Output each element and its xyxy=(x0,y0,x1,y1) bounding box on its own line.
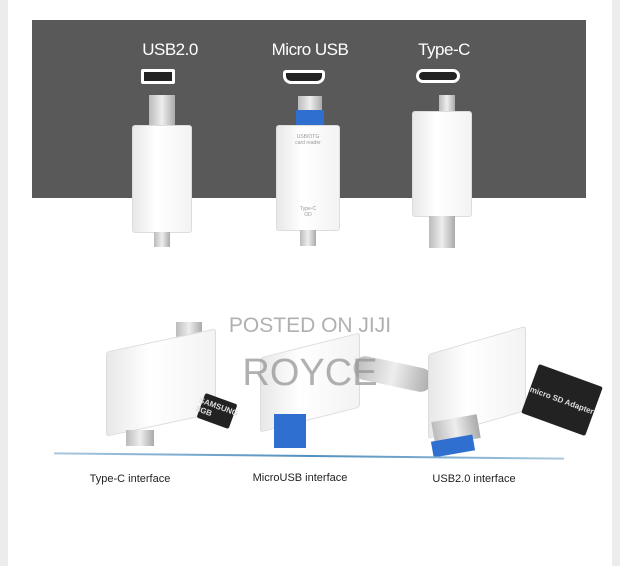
card-reader-device xyxy=(132,125,192,233)
card-reader-device xyxy=(412,111,472,217)
micro-usb-plug xyxy=(149,95,175,127)
card-label: SAMSUNG 8GB xyxy=(194,395,240,419)
micro-usb-plug-blue xyxy=(274,414,306,448)
label-micro-usb: Micro USB xyxy=(271,40,349,59)
sd-adapter-card: micro SD Adapter xyxy=(521,363,603,437)
usb-a-port-icon xyxy=(141,69,175,84)
baseline-divider xyxy=(54,452,564,460)
card-label: micro SD Adapter xyxy=(528,384,596,416)
type-c-plug xyxy=(154,232,170,247)
type-c-port-icon xyxy=(416,69,460,83)
caption-micro-usb: MicroUSB interface xyxy=(252,472,348,484)
watermark-posted: POSTED ON JIJI xyxy=(228,314,392,337)
product-image: USB2.0 Micro USB Type-C USB/OTG card rea… xyxy=(8,0,612,566)
device-text: card reader xyxy=(295,140,321,146)
micro-usb-plug xyxy=(429,216,455,248)
watermark-royce: ROYCE xyxy=(242,352,378,394)
type-c-plug xyxy=(126,430,154,446)
usb-plug xyxy=(298,96,322,110)
device-text: USB/OTG xyxy=(296,134,320,140)
label-type-c: Type-C xyxy=(418,40,470,59)
label-usb2: USB2.0 xyxy=(142,40,198,59)
caption-usb2: USB2.0 interface xyxy=(432,473,516,485)
type-c-plug xyxy=(300,230,316,246)
usb-plug-blue xyxy=(296,110,324,126)
device-text: Type-C xyxy=(299,206,317,212)
micro-usb-port-icon xyxy=(283,70,325,84)
caption-type-c: Type-C interface xyxy=(89,473,171,485)
card-reader-device: USB/OTG card reader Type-C OD xyxy=(276,125,340,231)
type-c-plug xyxy=(439,95,455,113)
micro-sd-card: SAMSUNG 8GB xyxy=(194,392,240,430)
device-text: OD xyxy=(304,212,312,218)
